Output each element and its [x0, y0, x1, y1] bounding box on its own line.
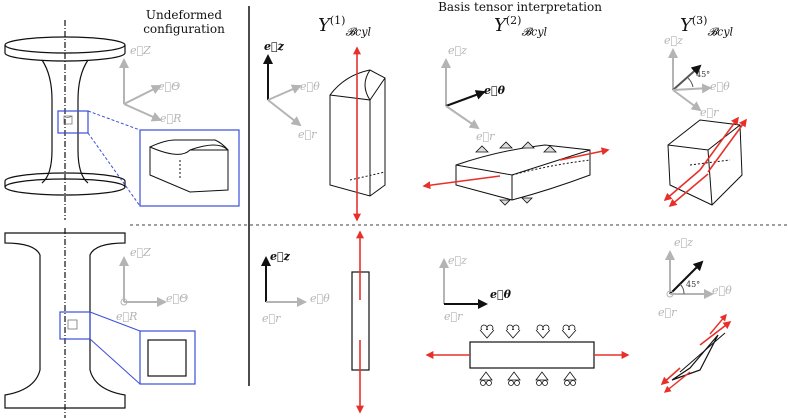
axes-local-bottom-3 [665, 250, 714, 299]
arrow-y3-bottom-down-2 [663, 371, 691, 393]
label-etheta-cap-bottom: e⃗Θ [166, 292, 189, 305]
label-er-bottom-3: e⃗r [658, 306, 677, 319]
label-er-top-2: e⃗r [476, 130, 495, 143]
spool-2d [4, 228, 126, 418]
arrow-y3-bottom-up [699, 321, 732, 346]
arrow-y3-up-2 [707, 118, 747, 173]
axes-local-top-1 [263, 54, 302, 127]
arrow-y3-down-1 [663, 169, 701, 202]
arrow-y3-bottom-down [660, 367, 681, 386]
label-ez-cap-bottom: e⃗Z [130, 246, 151, 259]
angle-label-bottom: 45° [686, 280, 701, 289]
header-basis: Basis tensor interpretation [438, 0, 602, 14]
angle-label-top: 45° [696, 70, 711, 79]
label-etheta-top-3: e⃗θ [710, 80, 730, 93]
axes-local-bottom-2 [439, 258, 488, 309]
arrow-y2-left [422, 175, 501, 190]
arrow-y3-up-1 [699, 116, 739, 171]
arrow-y3-down-2 [668, 173, 709, 208]
bar-y2 [469, 341, 595, 369]
arrow-y3-bottom-up-2 [709, 313, 727, 335]
element-2d-zoom [147, 339, 187, 377]
label-ez-bottom-1: e⃗z [270, 250, 290, 263]
label-ez-top-1: e⃗z [264, 40, 284, 53]
arrow-y2-right [559, 147, 610, 161]
label-ez-bottom-3: e⃗z [674, 236, 693, 249]
label-ez-cap-top: e⃗Z [130, 44, 151, 57]
prism-y1 [329, 69, 386, 197]
label-etheta-cap-top: e⃗Θ [158, 80, 181, 93]
label-etheta-top-1: e⃗θ [300, 80, 320, 93]
spool-3d-element-small [63, 115, 73, 125]
label-er-bottom-1: e⃗r [262, 312, 281, 325]
label-ez-top-2: e⃗z [448, 44, 467, 57]
label-er-bottom-2: e⃗r [444, 310, 463, 323]
label-etheta-bottom-3: e⃗θ [712, 284, 732, 297]
label-ez-top-3: e⃗z [664, 34, 683, 47]
spool-2d-highlight [59, 311, 91, 340]
header-undeformed: Undeformed configuration [143, 8, 225, 36]
axes-local-top-2 [441, 58, 486, 130]
axes-global-bottom [119, 256, 167, 307]
supports-2d-top-y2 [479, 324, 577, 339]
supports-2d-bottom-y2 [479, 371, 577, 386]
axes-local-bottom-1 [261, 256, 307, 307]
rhombus-y3 [671, 334, 719, 381]
axes-local-top-3 [668, 48, 712, 112]
label-er-cap-bottom: e⃗R [116, 310, 138, 323]
label-er-top-3: e⃗r [700, 106, 719, 119]
tensor-label-y2: Y(2)𝓑cyl [494, 14, 548, 39]
zoom-box-3d [139, 129, 240, 207]
tensor-label-y3: Y(3)𝓑cyl [680, 14, 734, 39]
element-3d-zoom [149, 139, 229, 193]
label-etheta-bottom-1: e⃗θ [310, 292, 330, 305]
label-er-cap-top: e⃗R [160, 112, 182, 125]
spool-3d-highlight [57, 110, 89, 134]
supports-3d-y2 [475, 141, 557, 206]
axes-global-top [119, 58, 162, 122]
label-etheta-bottom-2: e⃗θ [490, 288, 511, 301]
tensor-label-y1: Y(1)𝓑cyl [318, 14, 372, 39]
zoom-box-2d [139, 330, 196, 385]
label-etheta-top-2: e⃗θ [484, 84, 505, 97]
beam-3d-y2 [455, 144, 591, 201]
spool-3d [4, 20, 126, 220]
label-er-top-1: e⃗r [298, 128, 317, 141]
label-ez-bottom-2: e⃗z [448, 254, 467, 267]
